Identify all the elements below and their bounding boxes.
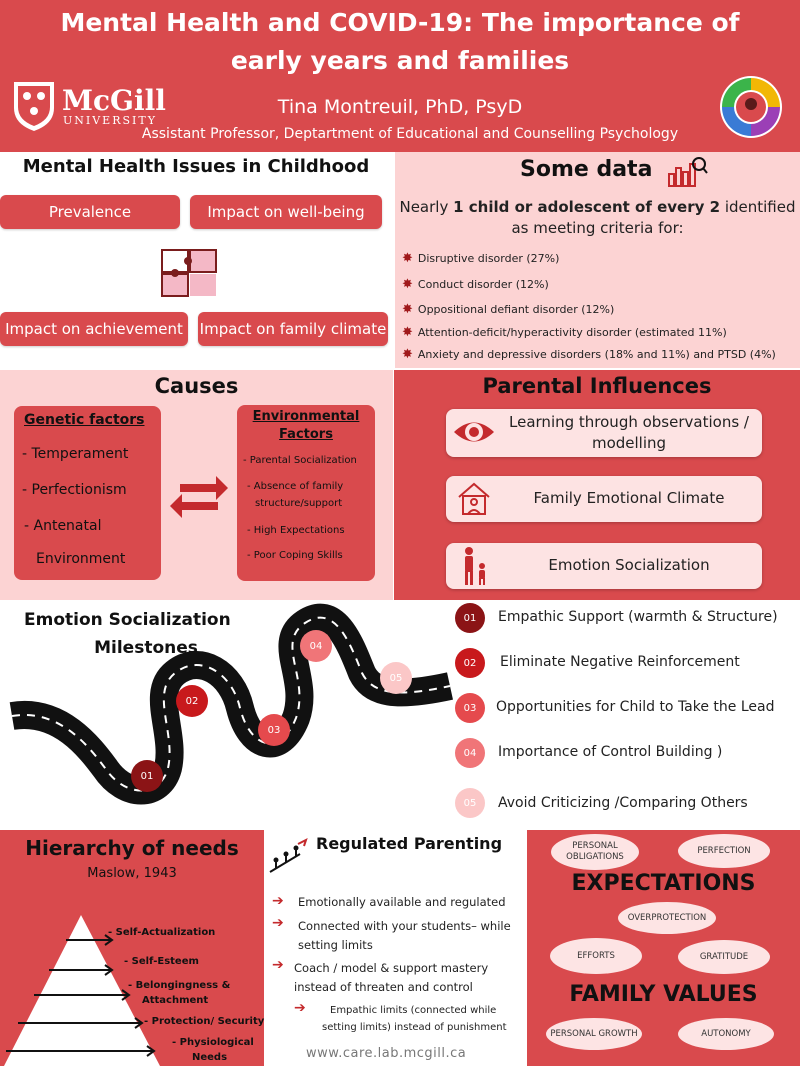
- emotional-climate-box: Family Emotional Climate: [446, 476, 762, 522]
- data-item-conduct: ✸Conduct disorder (12%): [402, 277, 549, 292]
- red-arrow-icon: ➔: [294, 1000, 306, 1016]
- data-item-disruptive: ✸Disruptive disorder (27%): [402, 251, 560, 266]
- expectations-heading: EXPECTATIONS: [571, 871, 756, 896]
- starburst-icon: ✸: [402, 277, 413, 292]
- ellipse-overprotection: OVERPROTECTION: [618, 902, 716, 934]
- milestone-text-02: Eliminate Negative Reinforcement: [500, 654, 740, 670]
- starburst-icon: ✸: [402, 325, 413, 340]
- family-values-heading: FAMILY VALUES: [569, 982, 758, 1007]
- pyramid-diagram: [4, 915, 160, 1066]
- milestone-num-03: 03: [455, 693, 485, 723]
- mcgill-logo: McGill UNIVERSITY: [12, 78, 166, 134]
- hierarchy-subtitle: Maslow, 1943: [87, 866, 177, 881]
- milestone-num-05: 05: [455, 788, 485, 818]
- lab-website-link[interactable]: www.care.lab.mcgill.ca: [306, 1046, 467, 1061]
- level-physiological: - Physiological Needs: [172, 1037, 254, 1063]
- regulated-item-4: Empathic limits (connected while setting…: [322, 1005, 507, 1033]
- mcgill-subtitle: UNIVERSITY: [63, 114, 157, 127]
- milestone-num-01: 01: [455, 603, 485, 633]
- regulated-item-2: Connected with your students– while sett…: [298, 919, 511, 952]
- starburst-icon: ✸: [402, 347, 413, 362]
- regulated-item-3: Coach / model & support mastery instead …: [294, 961, 489, 994]
- parent-child-icon: [465, 547, 485, 585]
- achievement-box: Impact on achievement: [0, 312, 188, 346]
- lab-wheel-icon: [720, 76, 782, 138]
- data-item-oppositional: ✸Oppositional defiant disorder (12%): [402, 302, 615, 317]
- parental-title: Parental Influences: [482, 374, 712, 398]
- ellipse-perfection: PERFECTION: [678, 834, 770, 868]
- data-intro: Nearly 1 child or adolescent of every 2 …: [399, 198, 796, 237]
- prevalence-box: Prevalence: [0, 195, 180, 229]
- road-marker-01: 01: [131, 760, 163, 792]
- lab-logo: [718, 74, 784, 140]
- mcgill-wordmark: McGill: [62, 84, 166, 117]
- issues-title: Mental Health Issues in Childhood: [22, 156, 370, 177]
- genetic-factors-title: Genetic factors: [24, 412, 145, 428]
- milestone-text-04: Importance of Control Building ): [498, 744, 723, 760]
- genetic-factors-box: Genetic factors - Temperament - Perfecti…: [14, 406, 161, 580]
- poster-title: Mental Health and COVID-19: The importan…: [60, 8, 740, 75]
- road-marker-05: 05: [380, 662, 412, 694]
- observation-modelling-box: Learning through observations / modellin…: [446, 409, 762, 457]
- red-arrow-icon: ➔: [272, 957, 284, 973]
- ellipse-gratitude: GRATITUDE: [678, 940, 770, 974]
- road-marker-04: 04: [300, 630, 332, 662]
- bar-chart-search-icon: [668, 157, 708, 187]
- milestone-num-04: 04: [455, 738, 485, 768]
- milestone-text-03: Opportunities for Child to Take the Lead: [496, 699, 775, 715]
- climbing-people-icon: [269, 838, 308, 873]
- swap-arrows-icon: [170, 476, 228, 518]
- level-self-esteem: - Self-Esteem: [124, 956, 199, 967]
- data-item-adhd: ✸Attention-deficit/hyperactivity disorde…: [402, 325, 727, 340]
- regulated-title: Regulated Parenting: [316, 834, 503, 853]
- hierarchy-title: Hierarchy of needs: [25, 836, 239, 860]
- starburst-icon: ✸: [402, 251, 413, 266]
- mcgill-crest-icon: [14, 82, 54, 131]
- causes-title: Causes: [154, 374, 239, 398]
- ellipse-autonomy: AUTONOMY: [678, 1018, 774, 1050]
- level-belongingness: - Belongingness & Attachment: [128, 980, 231, 1006]
- level-protection: - Protection/ Security: [144, 1016, 265, 1027]
- puzzle-icon: [161, 249, 217, 297]
- level-self-actualization: - Self-Actualization: [108, 927, 216, 938]
- eye-icon: [454, 422, 494, 442]
- author-position: Assistant Professor, Deptartment of Educ…: [141, 126, 679, 142]
- data-title: Some data: [520, 157, 653, 182]
- ellipse-efforts: EFFORTS: [550, 938, 642, 974]
- road-marker-03: 03: [258, 714, 290, 746]
- family-climate-box: Impact on family climate: [198, 312, 388, 346]
- environmental-factors-box: Environmental Factors - Parental Sociali…: [237, 405, 375, 581]
- road-marker-02: 02: [176, 685, 208, 717]
- milestone-text-05: Avoid Criticizing /Comparing Others: [498, 795, 748, 811]
- ellipse-personal-growth: PERSONAL GROWTH: [546, 1018, 642, 1050]
- environmental-factors-title: Environmental Factors: [252, 409, 360, 442]
- header-banner: [0, 0, 800, 152]
- regulated-item-1: Emotionally available and regulated: [298, 895, 506, 909]
- emotion-socialization-box: Emotion Socialization: [446, 543, 762, 589]
- starburst-icon: ✸: [402, 302, 413, 317]
- red-arrow-icon: ➔: [272, 915, 284, 931]
- red-arrow-icon: ➔: [272, 893, 284, 909]
- milestone-text-01: Empathic Support (warmth & Structure): [498, 609, 778, 625]
- winding-road: [9, 603, 453, 805]
- milestones-title: Emotion Socialization Milestones: [24, 610, 231, 658]
- house-person-icon: [458, 482, 490, 515]
- milestone-num-02: 02: [455, 648, 485, 678]
- data-item-anxiety: ✸Anxiety and depressive disorders (18% a…: [402, 347, 776, 362]
- author-name: Tina Montreuil, PhD, PsyD: [277, 96, 523, 118]
- data-panel: [395, 152, 800, 368]
- wellbeing-box: Impact on well-being: [190, 195, 382, 229]
